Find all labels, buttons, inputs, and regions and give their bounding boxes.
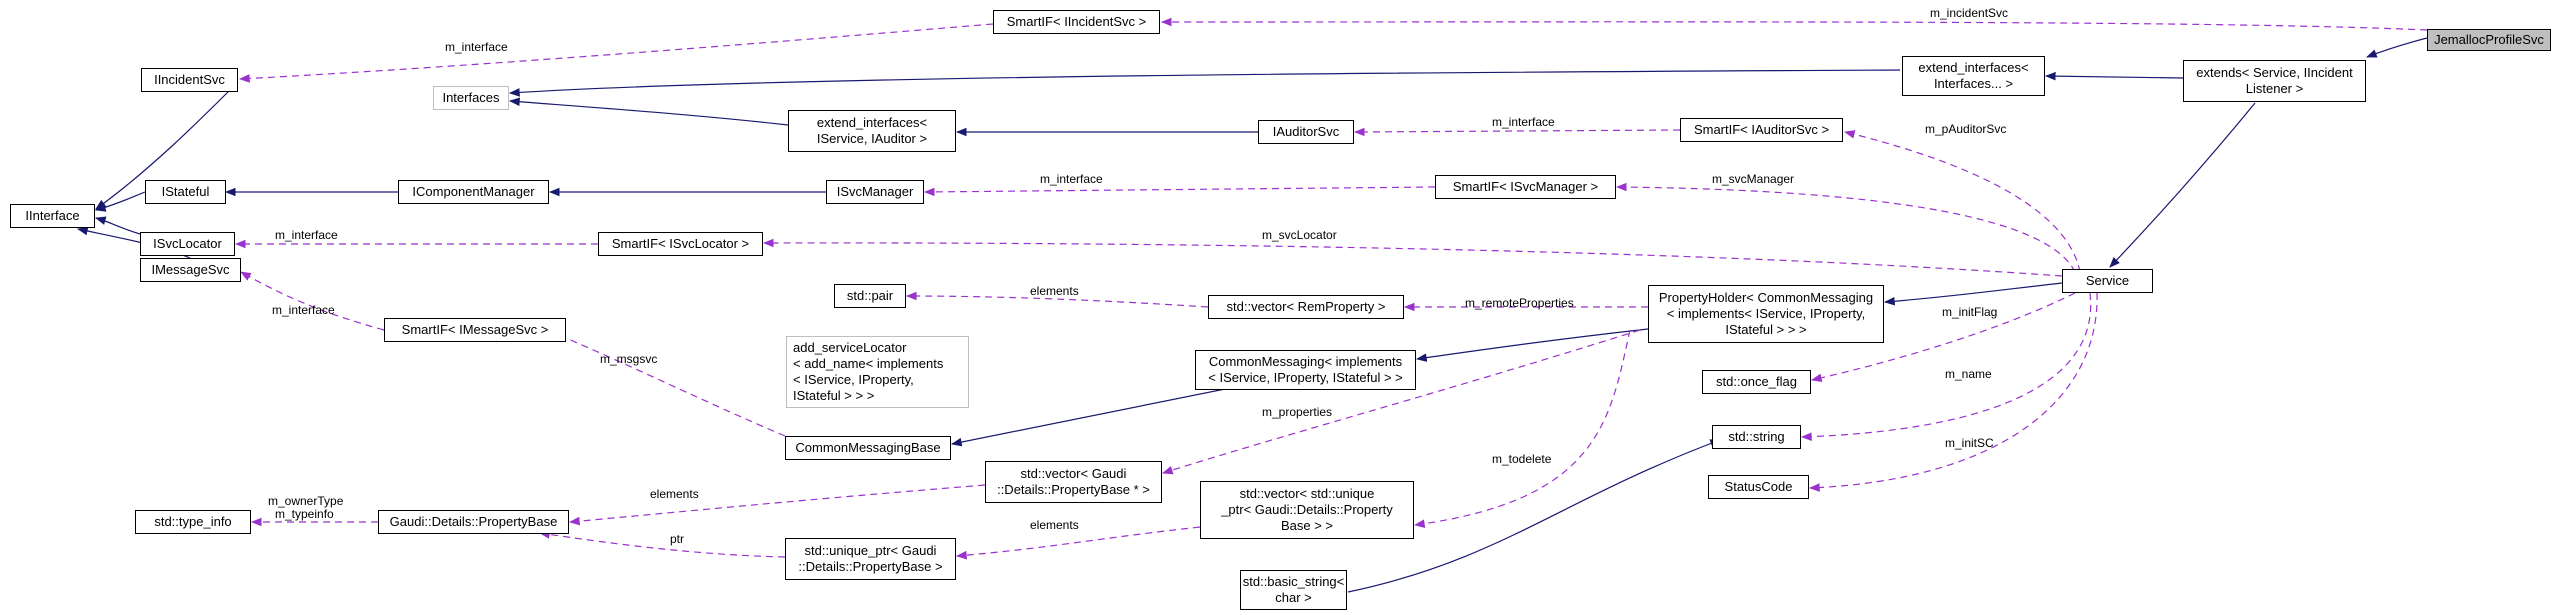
- node-istateful[interactable]: IStateful: [145, 180, 226, 204]
- edge-label-m-msgsvc: m_msgsvc: [600, 352, 658, 366]
- edge-usage-todelete: [1413, 329, 1631, 528]
- node-std-vector-unique-ptr[interactable]: std::vector< std::unique _ptr< Gaudi::De…: [1200, 481, 1414, 539]
- edge-usage-ptr: [538, 530, 786, 558]
- node-propertyholder[interactable]: PropertyHolder< CommonMessaging < implem…: [1648, 285, 1884, 343]
- node-extends-service-iincidentlistener[interactable]: extends< Service, IIncident Listener >: [2183, 60, 2366, 102]
- edge-usage-msgsvc: [534, 324, 786, 437]
- edge-usage-incidentsvc: [1160, 17, 2428, 31]
- node-statuscode[interactable]: StatusCode: [1708, 475, 1809, 499]
- edge-usage-properties: [1161, 329, 1641, 475]
- edge-basicstring-stdstring: [1347, 439, 1722, 593]
- edge-label-m-interface-svclocator: m_interface: [275, 228, 338, 242]
- edge-label-m-interface-auditor: m_interface: [1492, 115, 1555, 129]
- edge-usage-interface-message: [240, 271, 385, 331]
- edge-label-m-incidentsvc: m_incidentSvc: [1930, 6, 2009, 20]
- edge-usage-svcmanager: [1615, 182, 2076, 273]
- node-isvclocator[interactable]: ISvcLocator: [140, 232, 235, 256]
- edge-usage-elements-pair: [905, 291, 1209, 308]
- node-std-string[interactable]: std::string: [1712, 425, 1801, 449]
- edge-label-elements-propbase: elements: [650, 487, 699, 501]
- edge-label-m-remoteproperties: m_remoteProperties: [1465, 296, 1574, 310]
- edge-usage-interface-auditor: [1353, 127, 1681, 137]
- node-iincidentsvc[interactable]: IIncidentSvc: [141, 68, 238, 92]
- node-interfaces[interactable]: Interfaces: [433, 86, 509, 110]
- edge-label-m-ownertype: m_ownerType: [268, 494, 344, 508]
- node-std-basic-string[interactable]: std::basic_string< char >: [1240, 570, 1347, 610]
- edge-label-m-typeinfo: m_typeinfo: [275, 507, 334, 521]
- node-service[interactable]: Service: [2062, 269, 2153, 293]
- edge-usage-initflag: [1810, 292, 2076, 383]
- edge-extendifaud-interfaces: [508, 97, 789, 126]
- edge-label-m-initflag: m_initFlag: [1942, 305, 1998, 319]
- edge-usage-elements-propbase: [568, 484, 986, 526]
- node-iauditorsvc[interactable]: IAuditorSvc: [1258, 120, 1354, 144]
- edge-usage-elements-unique: [955, 526, 1201, 560]
- edge-extends-extendif: [2044, 71, 2184, 81]
- edge-extends-service: [2109, 102, 2256, 268]
- edge-commonmsg-cmbase: [950, 383, 1251, 447]
- node-std-vector-remproperty[interactable]: std::vector< RemProperty >: [1208, 295, 1404, 319]
- node-smartif-iincidentsvc[interactable]: SmartIF< IIncidentSvc >: [993, 10, 1160, 34]
- edge-isvclocator-iinterface: [94, 216, 141, 235]
- edge-label-elements-unique: elements: [1030, 518, 1079, 532]
- node-extend-interfaces-iservice-iauditor[interactable]: extend_interfaces< IService, IAuditor >: [788, 110, 956, 152]
- node-gaudi-details-propertybase[interactable]: Gaudi::Details::PropertyBase: [378, 510, 569, 534]
- edge-label-m-initsc: m_initSC: [1945, 436, 1994, 450]
- edge-label-m-interface-message: m_interface: [272, 303, 335, 317]
- node-smartif-isvcmanager[interactable]: SmartIF< ISvcManager >: [1435, 175, 1616, 199]
- node-smartif-imessagesvc[interactable]: SmartIF< IMessageSvc >: [384, 318, 566, 342]
- edge-usage-pauditorsvc: [1843, 130, 2081, 273]
- node-isvcmanager[interactable]: ISvcManager: [826, 180, 924, 204]
- node-iinterface[interactable]: IInterface: [10, 204, 95, 228]
- node-commonmessaging[interactable]: CommonMessaging< implements < IService, …: [1195, 350, 1416, 390]
- node-jemallocprofilesvc[interactable]: JemallocProfileSvc: [2427, 29, 2551, 51]
- node-std-type-info[interactable]: std::type_info: [135, 510, 251, 534]
- edge-extendif-interfaces: [508, 69, 1901, 97]
- edge-usage-interface-incident: [238, 23, 994, 83]
- edge-service-propholder: [1883, 282, 2063, 306]
- node-imessagesvc[interactable]: IMessageSvc: [140, 258, 241, 282]
- edge-label-m-interface-incident: m_interface: [445, 40, 508, 54]
- edge-propholder-commonmsg: [1415, 328, 1649, 362]
- edge-usage-svclocator: [762, 238, 2063, 277]
- node-commonmessagingbase[interactable]: CommonMessagingBase: [785, 436, 951, 460]
- node-add-servicelocator[interactable]: add_serviceLocator < add_name< implement…: [786, 336, 969, 408]
- edge-jemalloc-extends: [2365, 37, 2428, 58]
- edge-iincident-iinterface: [95, 81, 239, 210]
- node-smartif-iauditorsvc[interactable]: SmartIF< IAuditorSvc >: [1680, 118, 1843, 142]
- edge-usage-interface-svcmgr: [923, 186, 1436, 197]
- node-smartif-isvclocator[interactable]: SmartIF< ISvcLocator >: [598, 232, 763, 256]
- node-extend-interfaces-interfaces[interactable]: extend_interfaces< Interfaces... >: [1902, 56, 2045, 96]
- edge-label-m-interface-svcmanager: m_interface: [1040, 172, 1103, 186]
- edge-label-m-pauditorsvc: m_pAuditorSvc: [1925, 122, 2007, 136]
- node-icomponentmanager[interactable]: IComponentManager: [398, 180, 549, 204]
- node-std-unique-ptr[interactable]: std::unique_ptr< Gaudi ::Details::Proper…: [785, 538, 956, 580]
- edge-label-m-name: m_name: [1945, 367, 1992, 381]
- edge-istateful-iinterface: [94, 191, 146, 212]
- node-std-pair[interactable]: std::pair: [834, 284, 906, 308]
- edge-usage-initsc: [1808, 292, 2098, 492]
- edge-label-m-svclocator: m_svcLocator: [1262, 228, 1337, 242]
- edge-label-ptr: ptr: [670, 532, 685, 546]
- node-std-once-flag[interactable]: std::once_flag: [1702, 370, 1811, 394]
- edge-label-elements-pair: elements: [1030, 284, 1079, 298]
- edge-label-m-todelete: m_todelete: [1492, 452, 1552, 466]
- edge-label-m-svcmanager: m_svcManager: [1712, 172, 1795, 186]
- node-std-vector-propertybase-ptr[interactable]: std::vector< Gaudi ::Details::PropertyBa…: [985, 461, 1162, 503]
- edge-label-m-properties: m_properties: [1262, 405, 1333, 419]
